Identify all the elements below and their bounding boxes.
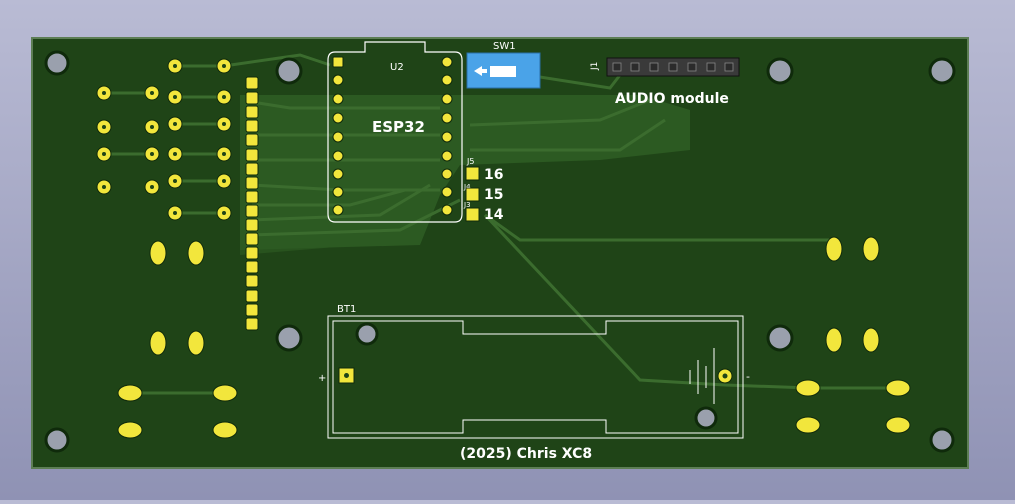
battery-holder-inner (332, 320, 739, 434)
j1-label: J1 (590, 62, 600, 71)
battery-holder-outer (327, 315, 744, 439)
audio-module-label: AUDIO module (615, 91, 729, 107)
battery-minus-label: - (746, 370, 750, 383)
bt1-label: BT1 (337, 304, 356, 315)
esp32-outline (327, 41, 463, 223)
j4-label: J4 (463, 183, 471, 191)
j1-pins (612, 62, 734, 72)
esp32-label: ESP32 (372, 118, 425, 136)
sw1-slider (490, 66, 516, 77)
pin16-label: 16 (484, 167, 503, 183)
esp32-pins (332, 56, 453, 216)
battery-plus-label: + (318, 373, 326, 384)
battery-symbol (689, 348, 715, 404)
sw1-label: SW1 (493, 41, 516, 52)
oval-pads (117, 236, 911, 439)
footer-credit: (2025) Chris XC8 (460, 446, 592, 462)
pin15-label: 15 (484, 187, 503, 203)
j3-label: J3 (463, 201, 471, 209)
j5-label: J5 (466, 157, 474, 166)
left-pad-holes (102, 64, 226, 215)
gpio-test-pads (465, 166, 480, 222)
mounting-holes (44, 50, 956, 453)
u2-ref-label: U2 (390, 62, 404, 73)
header-column-pins (245, 76, 259, 331)
pin14-label: 14 (484, 207, 504, 223)
arrow-left-icon (474, 66, 487, 76)
